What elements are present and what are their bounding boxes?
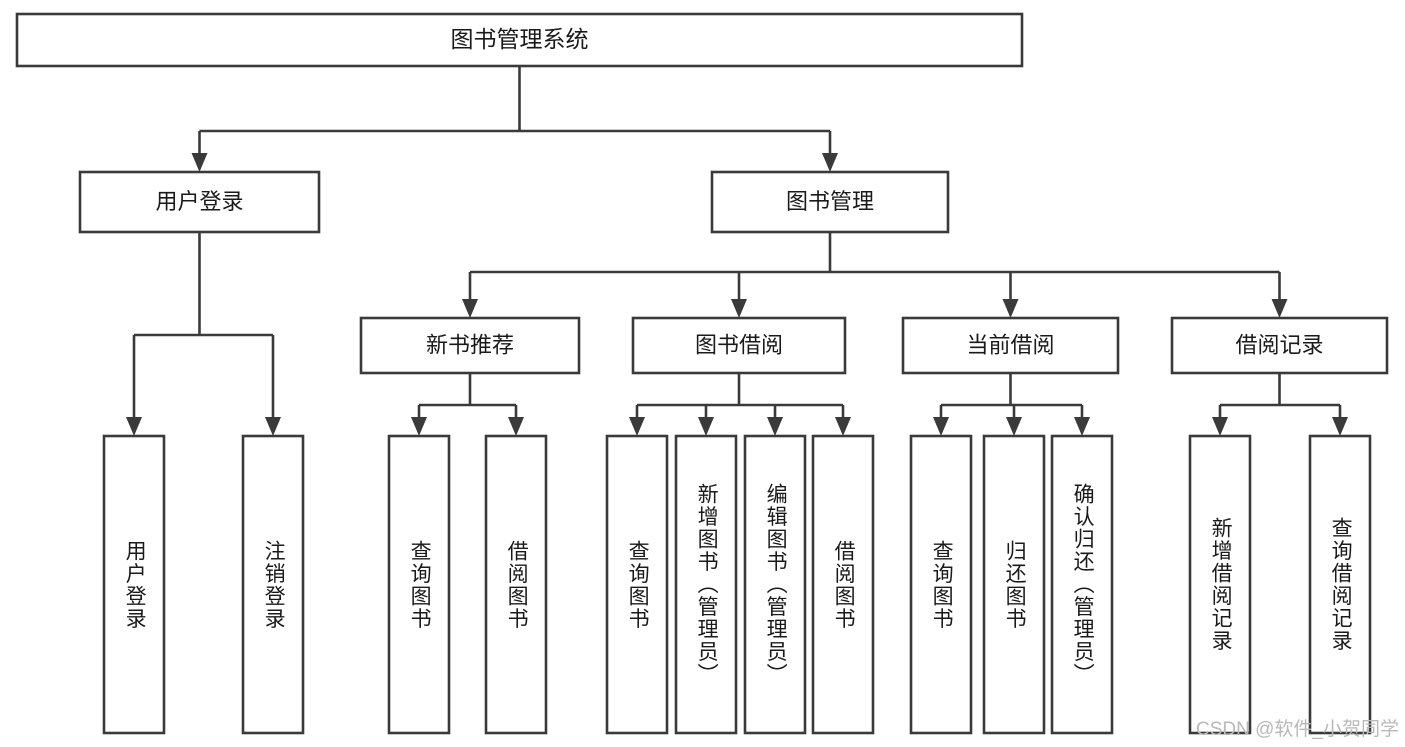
node-leaf-confirm-return-box[interactable] [1050, 434, 1114, 735]
arrow-down-icon-leaf-user-login [126, 417, 142, 436]
node-leaf-query-record-box[interactable] [1308, 434, 1372, 735]
node-current-borrow-box[interactable] [901, 316, 1120, 375]
arrow-down-icon-book-borrow [731, 299, 747, 318]
arrow-down-icon-current-borrow [1002, 299, 1019, 318]
arrow-down-icon-leaf-return-book [1006, 417, 1022, 436]
arrow-down-icon-leaf-query-book-1 [411, 417, 427, 436]
arrow-down-icon-leaf-add-record [1212, 417, 1228, 436]
node-root-box[interactable] [15, 12, 1024, 68]
node-leaf-return-book-box[interactable] [982, 434, 1046, 735]
csdn-watermark: CSDN @软件_小贺同学 [1196, 719, 1399, 740]
node-leaf-user-login-box[interactable] [102, 434, 166, 735]
node-book-management-label: 图书管理 [786, 189, 874, 214]
node-leaf-borrow-book-2-box[interactable] [811, 434, 875, 735]
node-current-borrow-label: 当前借阅 [966, 332, 1054, 357]
node-new-book-recommend-label: 新书推荐 [426, 332, 514, 357]
arrow-down-icon-user-login [191, 153, 208, 172]
node-borrow-record-box[interactable] [1170, 316, 1389, 375]
node-leaf-edit-book-box[interactable] [743, 434, 807, 735]
node-leaf-add-record-box[interactable] [1188, 434, 1252, 735]
node-borrow-record-label: 借阅记录 [1235, 332, 1323, 357]
arrow-down-icon-leaf-add-book [698, 417, 714, 436]
node-boxes-layer [15, 12, 1389, 735]
node-book-borrow-box[interactable] [631, 316, 847, 375]
arrow-down-icon-leaf-query-record [1332, 417, 1348, 436]
node-new-book-recommend-box[interactable] [359, 316, 581, 375]
arrow-down-icon-leaf-query-book-2 [629, 417, 645, 436]
connectors-layer [126, 66, 1348, 436]
node-user-login-label: 用户登录 [155, 189, 243, 214]
arrow-down-icon-leaf-edit-book [767, 417, 783, 436]
node-book-management-box[interactable] [710, 170, 950, 234]
arrow-down-icon-leaf-query-book-3 [933, 417, 949, 436]
node-user-login-box[interactable] [78, 170, 321, 234]
node-leaf-add-book-box[interactable] [674, 434, 738, 735]
node-leaf-query-book-3-box[interactable] [909, 434, 973, 735]
node-leaf-query-book-2-box[interactable] [605, 434, 669, 735]
node-leaf-query-book-1-box[interactable] [387, 434, 451, 735]
node-root-label: 图书管理系统 [451, 26, 589, 52]
arrow-down-icon-leaf-confirm-return [1074, 417, 1090, 436]
arrow-down-icon-new-book-recommend [462, 299, 478, 318]
node-leaf-borrow-book-1-box[interactable] [484, 434, 548, 735]
arrow-down-icon-leaf-borrow-book-1 [508, 417, 524, 436]
arrow-down-icon-book-management [822, 153, 838, 172]
arrow-down-icon-leaf-borrow-book-2 [835, 417, 851, 436]
arrow-down-icon-borrow-record [1271, 299, 1288, 318]
node-leaf-user-logout-box[interactable] [241, 434, 305, 735]
arrow-down-icon-leaf-user-logout [265, 417, 281, 436]
node-book-borrow-label: 图书借阅 [695, 332, 783, 357]
